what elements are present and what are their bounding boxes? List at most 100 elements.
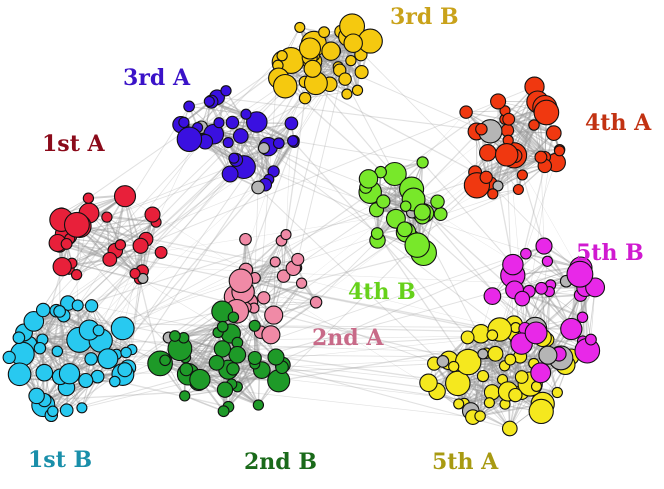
node-5th-a <box>505 354 516 365</box>
node-4th-a <box>555 146 565 156</box>
node-1st-a <box>115 240 125 250</box>
node-4th-a <box>517 170 527 180</box>
node-5th-a <box>488 346 503 361</box>
node-3rd-b <box>319 27 330 38</box>
node-1st-b <box>98 349 118 369</box>
node-2nd-b <box>214 341 230 357</box>
node-1st-b <box>85 353 97 365</box>
label-2nd-a: 2nd A <box>312 327 383 349</box>
node-1st-b <box>48 406 58 416</box>
node-3rd-a <box>258 143 269 154</box>
node-1st-b <box>60 404 73 417</box>
node-1st-b <box>54 306 66 318</box>
node-3rd-a <box>221 86 231 96</box>
edge <box>305 82 475 172</box>
node-1st-b <box>34 343 45 354</box>
node-2nd-a <box>258 292 270 304</box>
node-3rd-b <box>346 56 356 66</box>
node-2nd-b <box>227 363 239 375</box>
node-1st-b <box>36 364 53 381</box>
node-4th-b <box>377 195 390 208</box>
node-3rd-b <box>295 22 305 32</box>
node-2nd-b <box>209 355 224 370</box>
node-2nd-a <box>265 306 283 324</box>
node-3rd-b <box>339 73 351 85</box>
label-5th-b: 5th B <box>576 242 644 264</box>
node-3rd-a <box>288 136 298 146</box>
node-2nd-b <box>228 312 238 322</box>
node-5th-a <box>529 399 553 423</box>
node-3rd-b <box>277 51 287 61</box>
node-1st-a <box>61 239 72 250</box>
node-4th-a <box>476 124 487 135</box>
node-1st-b <box>29 388 44 403</box>
node-1st-b <box>8 363 31 386</box>
node-5th-b <box>531 363 551 383</box>
node-3rd-b <box>300 38 321 59</box>
node-4th-a <box>547 126 562 141</box>
node-1st-b <box>110 376 120 386</box>
node-3rd-b <box>299 92 310 103</box>
node-5th-b <box>525 322 547 344</box>
node-4th-a <box>496 144 518 166</box>
node-1st-b <box>86 300 98 312</box>
node-5th-a <box>420 374 437 391</box>
node-2nd-b <box>253 400 263 410</box>
node-4th-a <box>534 100 559 125</box>
node-4th-b <box>434 208 447 221</box>
node-3rd-a <box>234 129 249 144</box>
node-1st-a <box>103 253 117 267</box>
node-2nd-a <box>262 326 280 344</box>
node-3rd-b <box>344 34 362 52</box>
node-2nd-b <box>268 349 284 365</box>
node-5th-b <box>503 254 523 274</box>
node-4th-a <box>488 189 498 199</box>
node-3rd-a <box>204 96 214 106</box>
node-5th-a <box>484 398 494 408</box>
node-2nd-b <box>217 321 228 332</box>
node-5th-a <box>552 387 562 397</box>
node-3rd-a <box>214 118 224 128</box>
node-2nd-b <box>218 406 229 417</box>
node-2nd-b <box>248 352 261 365</box>
label-1st-a: 1st A <box>42 133 105 155</box>
edge <box>40 239 70 349</box>
node-3rd-b <box>304 60 321 77</box>
node-4th-b <box>414 204 430 220</box>
label-3rd-b: 3rd B <box>390 6 459 28</box>
edge <box>78 158 234 305</box>
node-4th-b <box>417 157 428 168</box>
node-4th-a <box>480 145 496 161</box>
node-4th-b <box>371 228 383 240</box>
node-5th-b <box>536 238 552 254</box>
node-5th-a <box>456 349 481 374</box>
node-2nd-b <box>180 391 190 401</box>
node-3rd-a <box>184 101 195 112</box>
label-4th-b: 4th B <box>348 281 416 303</box>
node-4th-b <box>405 233 429 257</box>
node-4th-a <box>480 171 492 183</box>
node-1st-b <box>3 351 15 363</box>
label-1st-b: 1st B <box>28 449 92 471</box>
node-2nd-a <box>270 257 280 267</box>
node-2nd-b <box>217 382 232 397</box>
node-4th-b <box>401 201 411 211</box>
node-2nd-a <box>310 297 321 308</box>
node-1st-b <box>79 374 93 388</box>
node-1st-b <box>37 303 50 316</box>
node-4th-a <box>535 151 547 163</box>
node-1st-a <box>65 212 90 237</box>
node-4th-a <box>491 94 506 109</box>
node-1st-b <box>59 364 79 384</box>
node-5th-b <box>536 282 548 294</box>
node-5th-a <box>437 356 449 368</box>
node-3rd-a <box>252 181 265 194</box>
node-1st-b <box>13 332 25 344</box>
node-2nd-b <box>229 347 246 364</box>
node-5th-a <box>449 361 459 371</box>
node-3rd-a <box>223 138 233 148</box>
node-3rd-b <box>352 85 362 95</box>
node-4th-a <box>513 185 523 195</box>
node-4th-a <box>503 113 515 125</box>
